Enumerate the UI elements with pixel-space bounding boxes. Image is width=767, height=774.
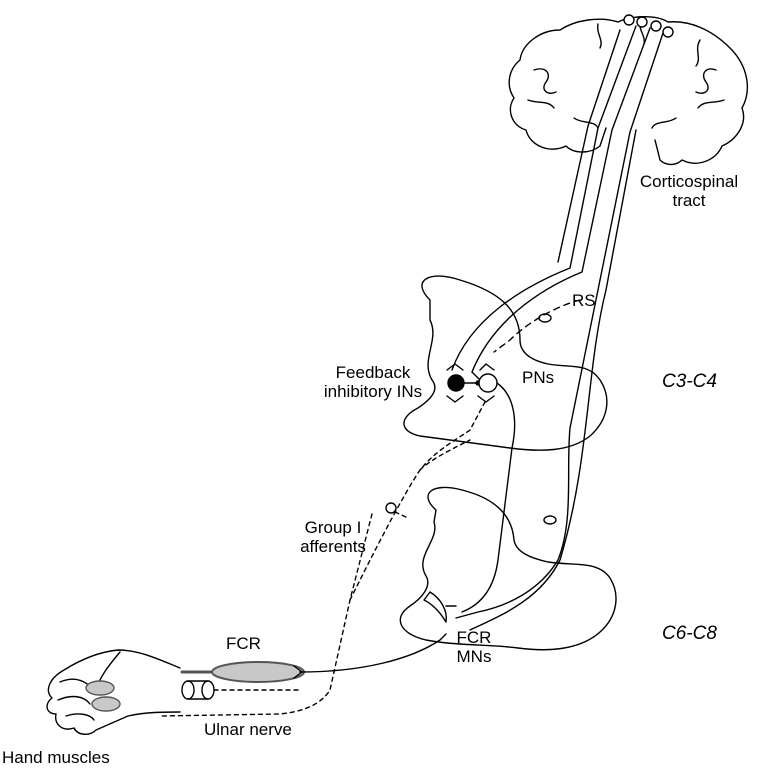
corticospinal-label-line2: tract [626,191,752,210]
corticospinal-tract-label: Corticospinal tract [626,172,752,210]
rs-label: RS [572,291,596,310]
ulnar-nerve-electrode [182,681,300,699]
fcr-muscle [182,634,446,682]
segment-label-c6-c8: C6-C8 [662,624,717,643]
group-label-line1: Group I [290,518,376,537]
fcr-muscle-label: FCR [226,634,261,653]
corticospinal-tract [452,15,673,630]
hand-outline [47,650,180,734]
group-i-afferents [160,400,486,716]
pns-label: PNs [522,368,554,387]
c6-c8-segment [400,487,616,649]
group-label-line2: afferents [290,537,376,556]
ulnar-nerve-label: Ulnar nerve [204,720,292,739]
fcr-mns-label-line1: FCR [448,628,500,647]
corticospinal-label-line1: Corticospinal [626,172,752,191]
hand-muscles-label: Hand muscles [2,748,110,767]
propriospinal-neuron [462,364,515,612]
fcr-mns-label-line2: MNs [448,647,500,666]
group-i-afferent-soma [386,503,396,513]
feedback-label-line1: Feedback [306,363,440,382]
rs-pathway [494,300,580,352]
feedback-inhibitory-ins-label: Feedback inhibitory INs [306,363,440,401]
feedback-label-line2: inhibitory INs [306,382,440,401]
fcr-mns-label: FCR MNs [448,628,500,666]
group-i-afferents-label: Group I afferents [290,518,376,556]
segment-label-c3-c4: C3-C4 [662,372,717,391]
